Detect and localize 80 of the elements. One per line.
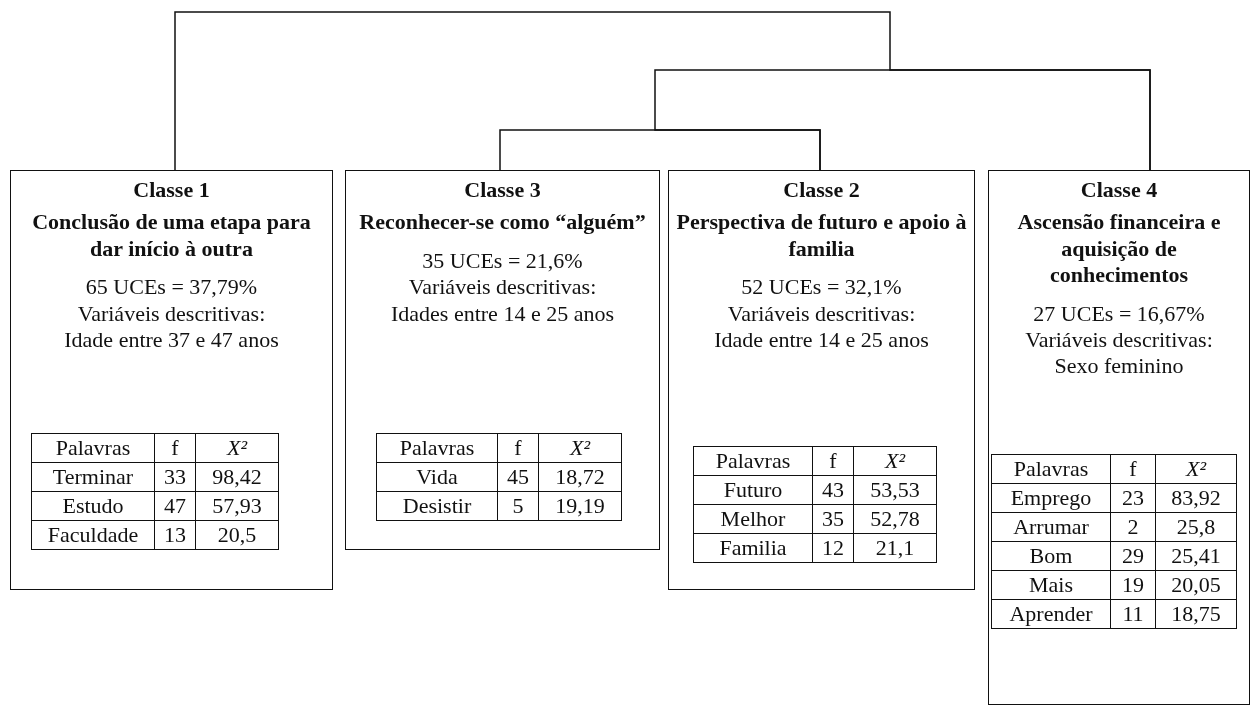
word-entry: Estudo xyxy=(31,491,155,521)
chi-square-value: 25,8 xyxy=(1155,512,1237,542)
column-header: f xyxy=(1110,454,1156,484)
frequency-value: 43 xyxy=(812,475,854,505)
column-header: X² xyxy=(1155,454,1237,484)
frequency-value: 47 xyxy=(154,491,196,521)
frequency-value: 12 xyxy=(812,533,854,563)
chi-square-value: 98,42 xyxy=(195,462,279,492)
frequency-value: 35 xyxy=(812,504,854,534)
variable-value: Idade entre 37 e 47 anos xyxy=(63,326,280,354)
column-header: Palavras xyxy=(991,454,1111,484)
variables-label: Variáveis descritivas: xyxy=(407,274,598,301)
class-title: Perspectiva de futuro e apoio à familia xyxy=(675,209,968,263)
word-table xyxy=(693,446,937,563)
word-entry: Desistir xyxy=(376,491,498,521)
dendrogram-link xyxy=(174,11,1151,171)
class-title: Ascensão financeira e aquisição de conhecimentos xyxy=(1016,209,1222,289)
frequency-value: 2 xyxy=(1110,512,1156,542)
word-entry: Emprego xyxy=(991,483,1111,513)
variable-value: Sexo feminino xyxy=(1053,353,1185,380)
class-title: Reconhecer-se como “alguém” xyxy=(358,209,647,236)
class-percentage: 27 UCEs = 16,67% xyxy=(1032,300,1206,327)
word-entry: Bom xyxy=(991,541,1111,571)
chi-square-value: 18,72 xyxy=(538,462,622,492)
frequency-value: 45 xyxy=(497,462,539,492)
column-header: X² xyxy=(853,446,937,476)
chi-square-value: 57,93 xyxy=(195,491,279,521)
class-percentage: 52 UCEs = 32,1% xyxy=(740,274,903,301)
variable-value: Idades entre 14 e 25 anos xyxy=(390,300,615,327)
frequency-value: 11 xyxy=(1110,599,1156,629)
class-heading: Classe 2 xyxy=(782,177,861,204)
class-box xyxy=(10,170,333,590)
chi-square-value: 18,75 xyxy=(1155,599,1237,629)
word-entry: Mais xyxy=(991,570,1111,600)
word-entry: Vida xyxy=(376,462,498,492)
class-percentage: 65 UCEs = 37,79% xyxy=(84,274,259,301)
word-entry: Familia xyxy=(693,533,813,563)
class-heading: Classe 3 xyxy=(463,177,542,204)
frequency-value: 13 xyxy=(154,520,196,550)
chi-square-value: 20,05 xyxy=(1155,570,1237,600)
word-entry: Arrumar xyxy=(991,512,1111,542)
word-entry: Futuro xyxy=(693,475,813,505)
word-table xyxy=(31,433,279,550)
word-entry: Melhor xyxy=(693,504,813,534)
frequency-value: 29 xyxy=(1110,541,1156,571)
column-header: Palavras xyxy=(31,433,155,463)
variable-value: Idade entre 14 e 25 anos xyxy=(713,326,930,354)
class-heading: Classe 4 xyxy=(1079,177,1159,204)
word-table xyxy=(991,454,1237,629)
chi-square-value: 83,92 xyxy=(1155,483,1237,513)
class-title: Conclusão de uma etapa para dar início à outra xyxy=(31,209,312,263)
class-box xyxy=(345,170,660,550)
frequency-value: 33 xyxy=(154,462,196,492)
variables-label: Variáveis descritivas: xyxy=(726,300,917,327)
chi-square-value: 19,19 xyxy=(538,491,622,521)
class-heading: Classe 1 xyxy=(132,177,211,204)
class-box xyxy=(668,170,975,590)
class-percentage: 35 UCEs = 21,6% xyxy=(421,247,584,275)
chi-square-value: 52,78 xyxy=(853,504,937,534)
chi-square-value: 25,41 xyxy=(1155,541,1237,571)
chi-square-value: 53,53 xyxy=(853,475,937,505)
chi-square-value: 21,1 xyxy=(853,533,937,563)
frequency-value: 23 xyxy=(1110,483,1156,513)
word-table xyxy=(376,433,622,521)
column-header: f xyxy=(497,433,539,463)
column-header: X² xyxy=(538,433,622,463)
column-header: f xyxy=(154,433,196,463)
column-header: X² xyxy=(195,433,279,463)
word-entry: Faculdade xyxy=(31,520,155,550)
variables-label: Variáveis descritivas: xyxy=(1024,326,1214,354)
column-header: f xyxy=(812,446,854,476)
chi-square-value: 20,5 xyxy=(195,520,279,550)
column-header: Palavras xyxy=(693,446,813,476)
word-entry: Aprender xyxy=(991,599,1111,629)
class-box xyxy=(988,170,1250,705)
word-entry: Terminar xyxy=(31,462,155,492)
variables-label: Variáveis descritivas: xyxy=(76,300,267,327)
frequency-value: 5 xyxy=(497,491,539,521)
frequency-value: 19 xyxy=(1110,570,1156,600)
column-header: Palavras xyxy=(376,433,498,463)
